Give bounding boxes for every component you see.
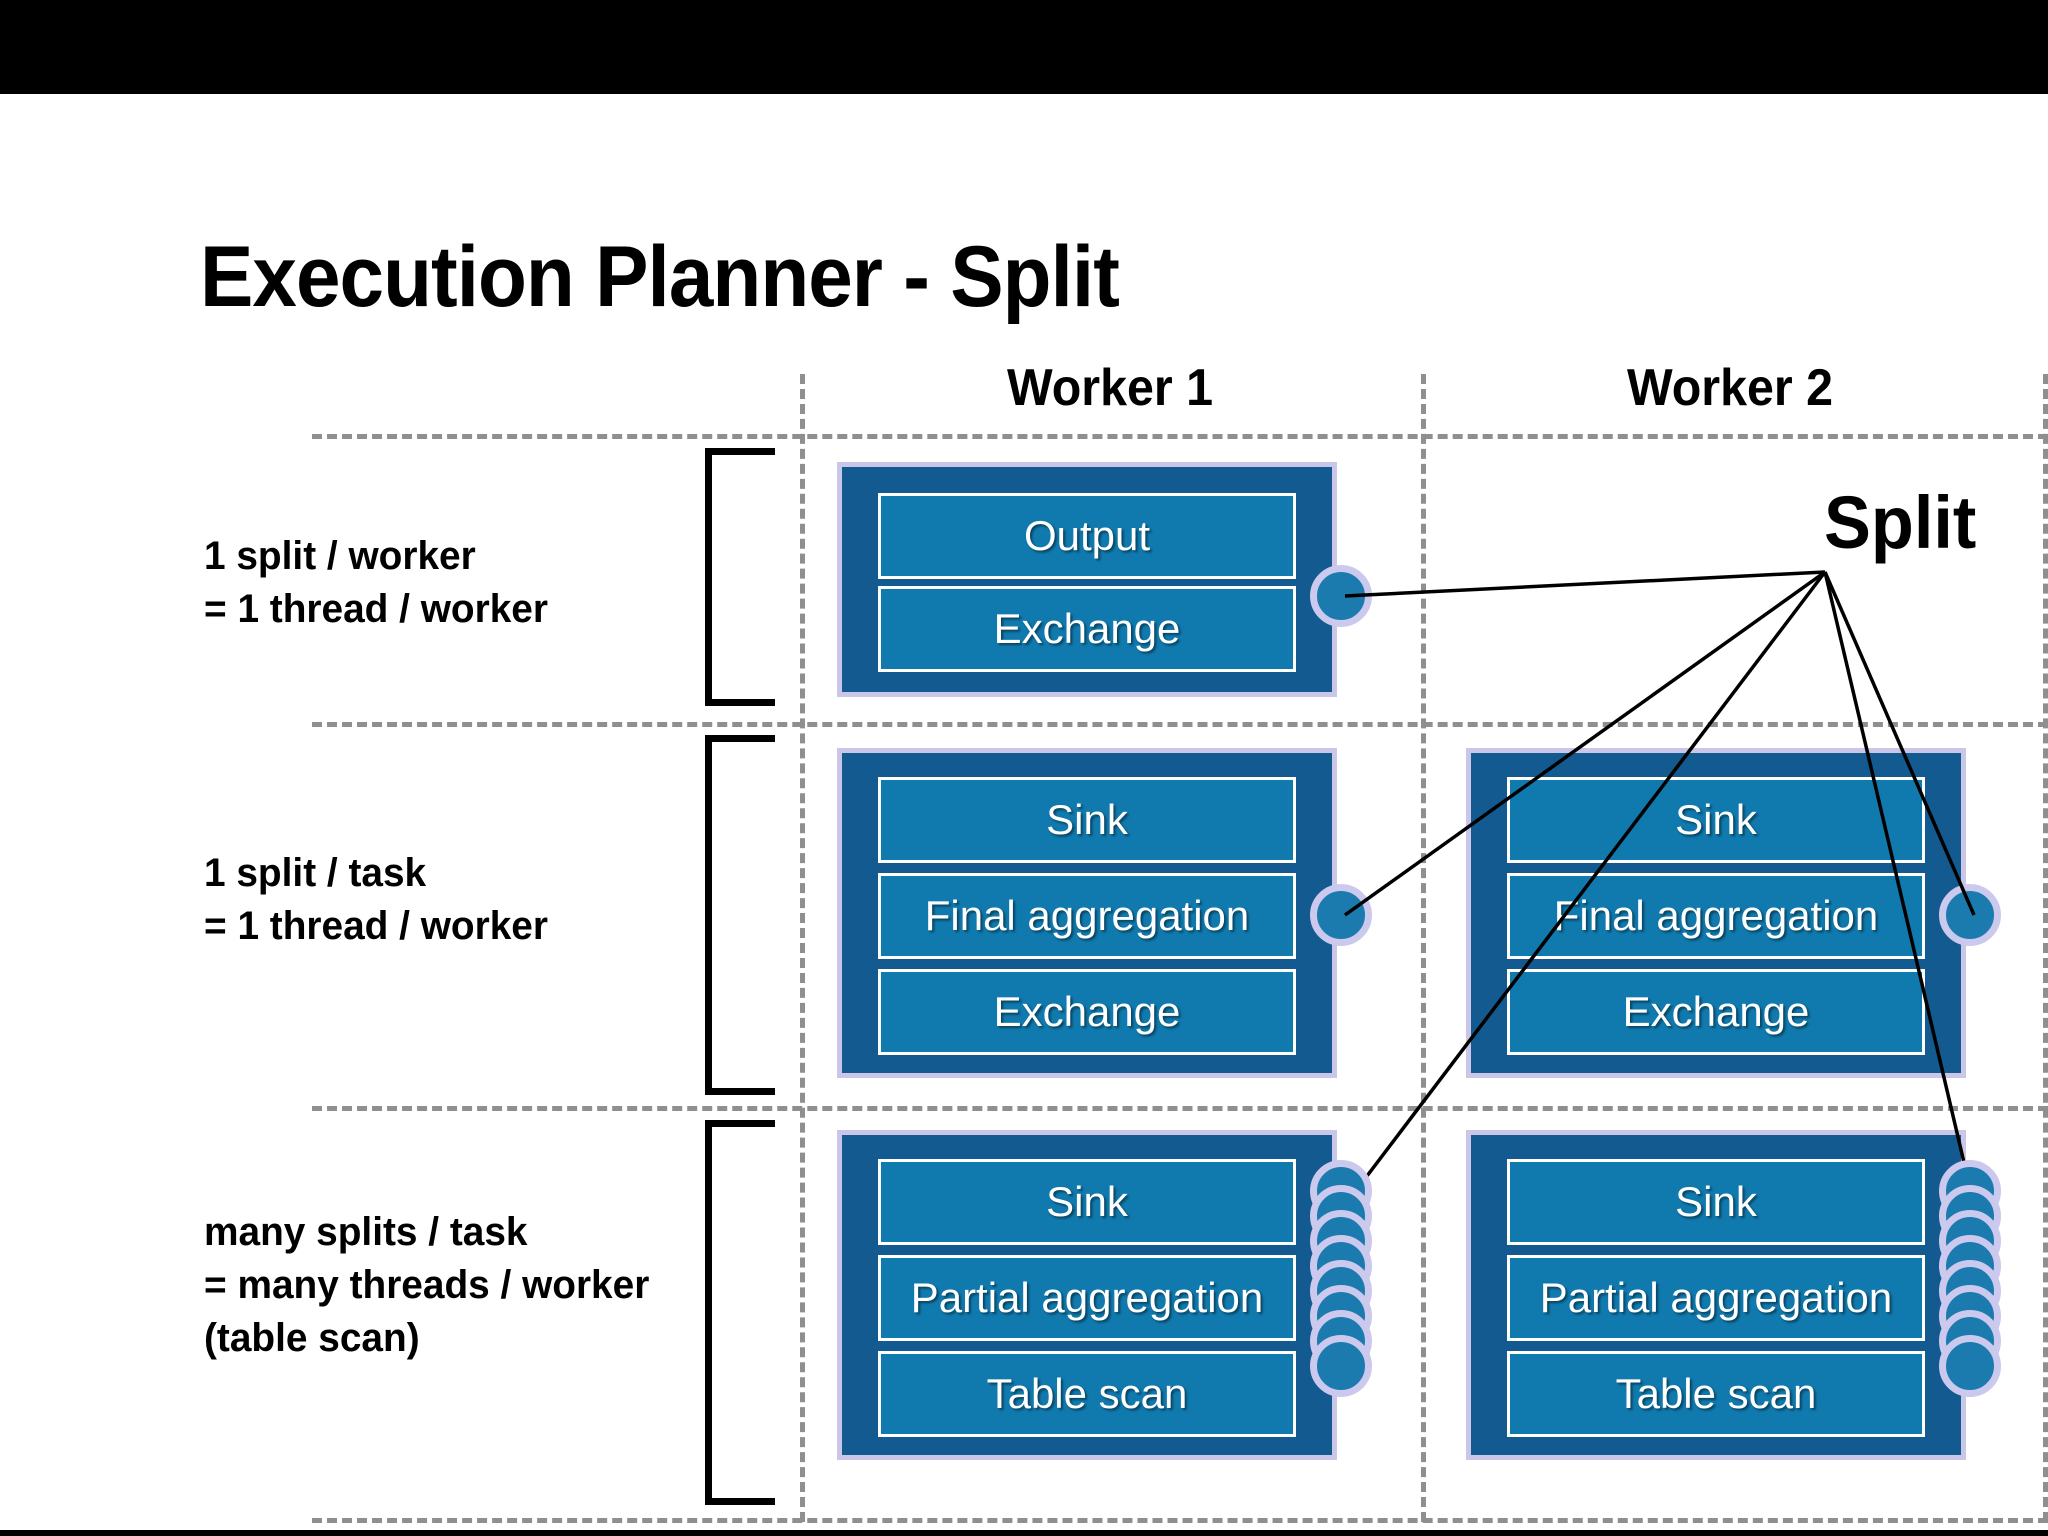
split-dot-worker1-final-aggregation[interactable] [1310, 884, 1372, 946]
operator-box-table-scan[interactable]: Table scan [878, 1351, 1296, 1437]
split-dot-worker1-output[interactable] [1310, 565, 1372, 627]
operator-box-partial-aggregation[interactable]: Partial aggregation [878, 1255, 1296, 1341]
row-label-3-line-1: many splits / task [204, 1210, 528, 1254]
row-label-1-line-1: 1 split / worker [204, 534, 476, 578]
row-label-2-line-1: 1 split / task [204, 851, 427, 895]
letterbox-bottom [0, 1530, 2048, 1536]
page-title: Execution Planner - Split [200, 229, 1120, 325]
stage-worker2-table-scan[interactable]: Sink Partial aggregation Table scan [1466, 1130, 1966, 1460]
operator-box-table-scan[interactable]: Table scan [1507, 1351, 1925, 1437]
operator-box-partial-aggregation[interactable]: Partial aggregation [1507, 1255, 1925, 1341]
row-label-3-line-2: = many threads / worker [204, 1262, 650, 1307]
grid-line-horizontal-4 [312, 1518, 2048, 1523]
split-dot-stack-worker2-table-scan[interactable] [1939, 1160, 2001, 1397]
column-header-worker2: Worker 2 [1626, 359, 1834, 417]
connector-to-worker1-output [1344, 570, 1826, 598]
row-label-3-line-3: (table scan) [204, 1315, 420, 1360]
split-dot[interactable] [1939, 1335, 2001, 1397]
operator-box-output[interactable]: Output [878, 493, 1296, 579]
grid-line-horizontal-2 [312, 722, 2048, 727]
grid-line-horizontal-3 [312, 1106, 2048, 1111]
row-label-2-line-2: = 1 thread / worker [204, 903, 548, 948]
grid-line-vertical-3 [2043, 374, 2048, 1522]
row-label-1-line-2: = 1 thread / worker [204, 586, 548, 631]
stage-worker2-final-aggregation[interactable]: Sink Final aggregation Exchange [1466, 748, 1966, 1078]
operator-box-final-aggregation[interactable]: Final aggregation [878, 873, 1296, 959]
stage-worker1-final-aggregation[interactable]: Sink Final aggregation Exchange [837, 748, 1337, 1078]
row-bracket-2 [705, 735, 775, 1095]
row-label-1: 1 split / worker = 1 thread / worker [204, 530, 548, 636]
operator-box-sink[interactable]: Sink [878, 1159, 1296, 1245]
operator-box-exchange[interactable]: Exchange [878, 586, 1296, 672]
grid-line-vertical-1 [800, 374, 805, 1522]
split-dot-stack-worker1-table-scan[interactable] [1310, 1160, 1372, 1397]
column-header-worker1: Worker 1 [1006, 359, 1214, 417]
row-label-3: many splits / task = many threads / work… [204, 1206, 649, 1364]
row-bracket-1 [705, 448, 775, 706]
split-callout-label: Split [1824, 481, 1977, 564]
operator-box-sink[interactable]: Sink [1507, 777, 1925, 863]
letterbox-top [0, 0, 2048, 94]
split-dot[interactable] [1310, 1335, 1372, 1397]
operator-box-exchange[interactable]: Exchange [878, 969, 1296, 1055]
stage-worker1-table-scan[interactable]: Sink Partial aggregation Table scan [837, 1130, 1337, 1460]
operator-box-exchange[interactable]: Exchange [1507, 969, 1925, 1055]
operator-box-sink[interactable]: Sink [878, 777, 1296, 863]
operator-box-final-aggregation[interactable]: Final aggregation [1507, 873, 1925, 959]
grid-line-horizontal-1 [312, 434, 2048, 439]
operator-box-sink[interactable]: Sink [1507, 1159, 1925, 1245]
split-dot-worker2-final-aggregation[interactable] [1939, 884, 2001, 946]
stage-worker1-output[interactable]: Output Exchange [837, 462, 1337, 697]
row-bracket-3 [705, 1120, 775, 1505]
grid-line-vertical-2 [1421, 374, 1426, 1522]
row-label-2: 1 split / task = 1 thread / worker [204, 847, 548, 953]
